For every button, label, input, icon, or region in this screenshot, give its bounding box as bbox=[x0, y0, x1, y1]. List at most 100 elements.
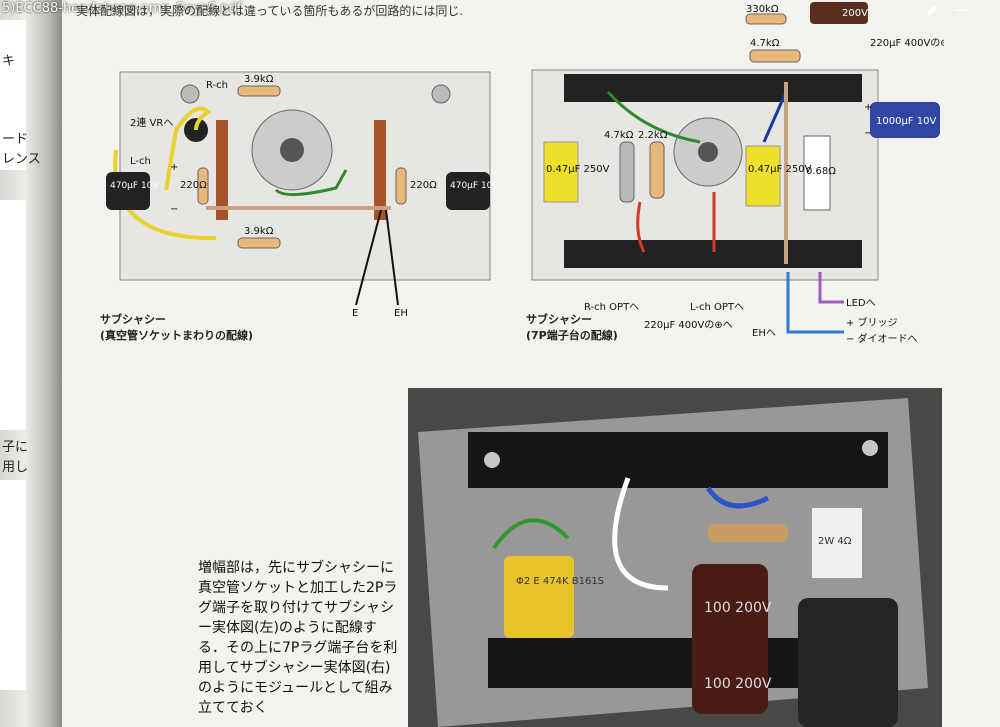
label-r068: 0.68Ω bbox=[806, 166, 836, 177]
left-caption-line1: サブシャシー bbox=[100, 313, 166, 326]
label-r47k-top: 4.7kΩ bbox=[750, 38, 780, 49]
photo-yellow-capacitor bbox=[504, 556, 574, 638]
capacitor-220-top bbox=[810, 2, 868, 24]
left-caption-line2: (真空管ソケットまわりの配線) bbox=[100, 329, 254, 342]
terminal-strip-top bbox=[564, 74, 862, 102]
label-res-bottom: 3.9kΩ bbox=[244, 226, 274, 237]
label-r220-left: 220Ω bbox=[180, 180, 207, 191]
label-lch: L-ch bbox=[130, 156, 151, 167]
resistor-220-right bbox=[395, 167, 407, 205]
label-minus: − bbox=[864, 128, 872, 139]
label-cap-right: 470μF 10V bbox=[450, 181, 496, 191]
right-wiring-diagram: 330kΩ 4.7kΩ 200V 220μF 400Vの⊖へ 0.47μF 25… bbox=[531, 2, 944, 345]
mounting-screw bbox=[180, 84, 200, 104]
photo-screw bbox=[862, 440, 878, 456]
label-r330k: 330kΩ bbox=[746, 4, 779, 15]
photo-big-capacitor-1 bbox=[692, 564, 768, 714]
lug-terminal-right bbox=[374, 120, 386, 220]
label-led: LEDへ bbox=[846, 298, 876, 309]
yellow-wire-lch bbox=[113, 149, 217, 241]
label-rch-opt: R-ch OPTへ bbox=[584, 302, 639, 313]
photo-label-res-white: 2W 4Ω bbox=[818, 536, 852, 547]
assembly-photo: Φ2 E 474K B161S 100 200V 100 200V 2W 4Ω bbox=[408, 388, 942, 727]
photo-screw bbox=[484, 452, 500, 468]
label-cap220-plus: 220μF 400Vの⊕へ bbox=[644, 320, 733, 331]
resistor-3k9-bottom bbox=[237, 237, 281, 249]
label-cap-top: 200V bbox=[842, 8, 868, 19]
blue-wire bbox=[762, 91, 788, 143]
label-bridge: + ブリッジ bbox=[846, 316, 898, 329]
label-res-top: 3.9kΩ bbox=[244, 74, 274, 85]
photo-label-cap-big1: 100 200V bbox=[704, 600, 772, 616]
right-caption-line2: (7P端子台の配線) bbox=[526, 329, 618, 342]
resistor-4k7-top bbox=[749, 49, 801, 63]
wire-eh bbox=[385, 209, 399, 306]
label-cap-047-left: 0.47μF 250V bbox=[546, 164, 610, 175]
resistor-220-left bbox=[197, 167, 209, 205]
label-r22k: 2.2kΩ bbox=[638, 130, 668, 141]
minimize-icon[interactable]: — bbox=[954, 0, 970, 19]
photo-terminal-strip-top bbox=[468, 432, 888, 488]
lug-terminal-left bbox=[216, 120, 228, 220]
spine-text: キ bbox=[2, 54, 16, 69]
left-wiring-diagram: R-ch 3.9kΩ 2連 VRへ L-ch 470μF 10V 220Ω 22… bbox=[106, 71, 496, 319]
spine-text: 子に bbox=[2, 440, 29, 455]
green-wire bbox=[274, 169, 348, 196]
blue-wire-bridge bbox=[786, 272, 844, 334]
capacitor-470-right bbox=[446, 172, 490, 210]
spine-text: ード bbox=[2, 132, 29, 147]
purple-wire-led bbox=[818, 272, 844, 304]
right-caption-line1: サブシャシー bbox=[526, 313, 592, 326]
top-note: 実体配線図は，実際の配線とは違っている箇所もあるが回路的には同じ. bbox=[76, 4, 464, 18]
label-vr: 2連 VRへ bbox=[130, 116, 173, 129]
label-cap-left: 470μF 10V bbox=[110, 181, 159, 191]
photo-resistor bbox=[708, 524, 788, 542]
photo-label-cap-yellow: Φ2 E 474K B161S bbox=[516, 576, 604, 587]
label-lch-opt: L-ch OPTへ bbox=[690, 302, 744, 313]
red-wire bbox=[636, 201, 646, 253]
left-caption: サブシャシー (真空管ソケットまわりの配線) bbox=[100, 312, 253, 344]
yellow-wire bbox=[164, 106, 212, 191]
resistor-4k7 bbox=[619, 141, 635, 203]
mounting-screw bbox=[431, 84, 451, 104]
wire-e bbox=[355, 209, 382, 306]
capacitor-1000 bbox=[870, 102, 940, 138]
spine-text: レンス bbox=[2, 152, 41, 167]
photo-white-resistor bbox=[812, 508, 862, 578]
book-spine: キ ード レンス 子に 用し bbox=[0, 0, 62, 727]
photo-blue-wire bbox=[705, 486, 770, 509]
label-cap-220: 220μF 400Vの⊖へ bbox=[870, 38, 944, 49]
label-eh: EH bbox=[394, 308, 408, 319]
green-wire bbox=[606, 90, 701, 144]
label-cap-1000: 1000μF 10V bbox=[876, 116, 936, 127]
photo-white-wire bbox=[612, 477, 669, 591]
label-plus: + bbox=[170, 162, 178, 173]
photo-big-capacitor-2 bbox=[798, 598, 898, 727]
assembly-photo-drawing: Φ2 E 474K B161S 100 200V 100 200V 2W 4Ω bbox=[408, 388, 942, 727]
resistor-2k2 bbox=[649, 141, 665, 199]
window-controls: ⬈ — bbox=[925, 0, 970, 19]
share-icon[interactable]: ⬈ bbox=[925, 0, 939, 19]
capacitor-047-right bbox=[745, 145, 781, 207]
resistor-330k bbox=[745, 13, 787, 25]
label-e: E bbox=[352, 308, 358, 319]
capacitor-470-left bbox=[106, 172, 150, 210]
spine-strip bbox=[0, 200, 26, 430]
label-diode: − ダイオードへ bbox=[846, 332, 918, 345]
label-eh: EHへ bbox=[752, 328, 776, 339]
label-minus: − bbox=[170, 204, 178, 215]
photo-label-cap-big2: 100 200V bbox=[704, 676, 772, 692]
spine-strip bbox=[0, 480, 26, 690]
spine-strip bbox=[0, 20, 26, 170]
spine-text: 用し bbox=[2, 460, 29, 475]
tube-socket-center bbox=[698, 142, 718, 162]
tube-socket-center bbox=[280, 138, 304, 162]
label-cap-047-right: 0.47μF 250V bbox=[748, 164, 812, 175]
photo-green-wire bbox=[492, 518, 570, 550]
body-paragraph: 増幅部は，先にサブシャシーに真空管ソケットと加工した2Pラグ端子を取り付けてサブ… bbox=[198, 560, 398, 716]
window-title: 5)ECC88-headphone-amp_SoyaS.pdf bbox=[2, 1, 242, 16]
label-plus: + bbox=[864, 102, 872, 113]
capacitor-047-left bbox=[543, 141, 579, 203]
resistor-3k9-top bbox=[237, 85, 281, 97]
right-caption: サブシャシー (7P端子台の配線) bbox=[526, 312, 618, 344]
